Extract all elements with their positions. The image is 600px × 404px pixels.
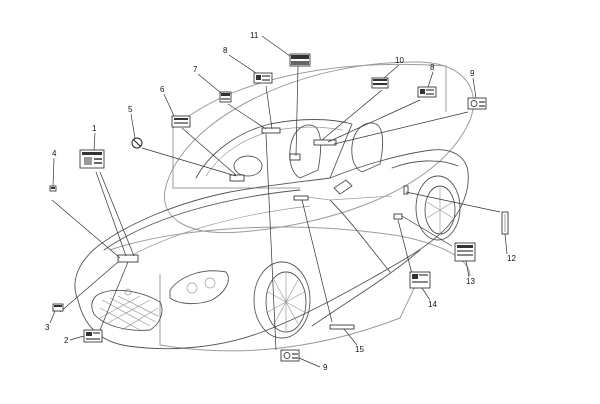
- callout-9a: 9: [470, 69, 475, 78]
- leader-6: [181, 127, 237, 176]
- hood-crease: [119, 205, 311, 263]
- rear-deck: [391, 160, 459, 169]
- leader-9a: [333, 111, 469, 145]
- on-car-label-markers: [117, 127, 409, 263]
- leader-5: [141, 147, 237, 177]
- callout-11: 11: [250, 31, 259, 40]
- side-mirror: [333, 179, 353, 195]
- grille-mesh: [99, 295, 159, 331]
- label-13-sticker: [454, 242, 476, 262]
- leader-3: [59, 261, 119, 313]
- label-14-sticker: [409, 271, 431, 289]
- headlight-lens-b: [204, 277, 216, 289]
- windshield-glass-line: [205, 126, 343, 177]
- front-wheel-arch: [253, 261, 311, 339]
- label-1-sticker: [79, 149, 105, 169]
- label-5-no-symbol: [131, 137, 143, 149]
- rear-wheel-arch: [415, 175, 461, 241]
- callout-13: 13: [466, 277, 475, 286]
- label-11-sticker: [289, 53, 311, 67]
- label-9b-sticker: [280, 349, 300, 362]
- interior-zoom-frame: [172, 63, 447, 189]
- callout-8b: 8: [430, 63, 435, 72]
- leader-1: [95, 171, 127, 257]
- leader-8a: [265, 85, 273, 130]
- front-wheel-spokes: [267, 272, 305, 332]
- callout-numbers: 1 2 3 4 5 6 7 8 8 9 9 10 11 12 13 14 15: [45, 31, 516, 372]
- label-15-strip: [329, 324, 355, 330]
- headlight: [169, 270, 229, 305]
- headlight-lens-a: [186, 282, 198, 294]
- marker-rear-pillar: [403, 185, 409, 195]
- number-connectors: [49, 35, 508, 368]
- label-10-sticker: [371, 77, 389, 89]
- callout-10: 10: [395, 56, 404, 65]
- marker-windshield-top: [261, 127, 281, 134]
- leader-2: [99, 261, 129, 331]
- door-line: [329, 199, 391, 273]
- reference-outlines: [109, 61, 474, 352]
- front-emblem: [124, 288, 132, 296]
- driver-seat: [289, 124, 322, 179]
- front-zoom-frame: [159, 274, 421, 352]
- marker-console: [293, 195, 309, 201]
- callout-4: 4: [52, 149, 57, 158]
- marker-front-hood: [117, 254, 139, 263]
- side-sill: [311, 249, 421, 327]
- steering-wheel: [233, 155, 263, 177]
- callout-6: 6: [160, 85, 165, 94]
- leader-lines: [51, 65, 501, 351]
- callout-9b: 9: [323, 363, 328, 372]
- callout-2: 2: [64, 336, 69, 345]
- callout-7: 7: [193, 65, 198, 74]
- callout-5: 5: [128, 105, 133, 114]
- hood-line: [103, 189, 301, 251]
- leader-12: [405, 191, 501, 213]
- marker-rollbar: [313, 139, 337, 146]
- car-body-outline: [74, 149, 469, 350]
- marker-dashboard: [229, 174, 245, 182]
- marker-sunvisor: [289, 153, 301, 161]
- leader-1b: [99, 171, 135, 257]
- label-7-sticker: [219, 91, 232, 103]
- leader-8b: [327, 99, 421, 143]
- callout-14: 14: [428, 300, 437, 309]
- label-icons: [49, 53, 509, 362]
- leader-15: [301, 199, 333, 323]
- label-2-sticker: [83, 329, 103, 343]
- rear-wheel-spokes: [426, 186, 454, 234]
- front-grille: [91, 289, 163, 331]
- label-6-sticker: [171, 115, 191, 128]
- label-4-sticker: [49, 185, 57, 192]
- leader-7: [227, 103, 267, 130]
- leader-9b: [265, 133, 277, 351]
- callout-12: 12: [507, 254, 516, 263]
- label-9a-sticker: [467, 97, 487, 110]
- door-cut: [299, 195, 393, 201]
- label-3-sticker: [52, 303, 64, 312]
- leader-13: [401, 215, 453, 247]
- callout-15: 15: [355, 345, 364, 354]
- car-illustration: [74, 119, 469, 350]
- callout-1: 1: [92, 124, 97, 133]
- label-12-strip: [501, 211, 509, 235]
- windshield-zoom-ellipse: [163, 61, 474, 234]
- leader-14: [397, 219, 413, 275]
- callout-8a: 8: [223, 46, 228, 55]
- leader-11: [295, 65, 299, 157]
- leader-4: [51, 199, 121, 259]
- marker-door-jamb: [393, 213, 403, 220]
- label-8a-sticker: [253, 72, 273, 84]
- label-8b-sticker: [417, 86, 437, 98]
- callout-3: 3: [45, 323, 50, 332]
- leader-10: [321, 89, 383, 141]
